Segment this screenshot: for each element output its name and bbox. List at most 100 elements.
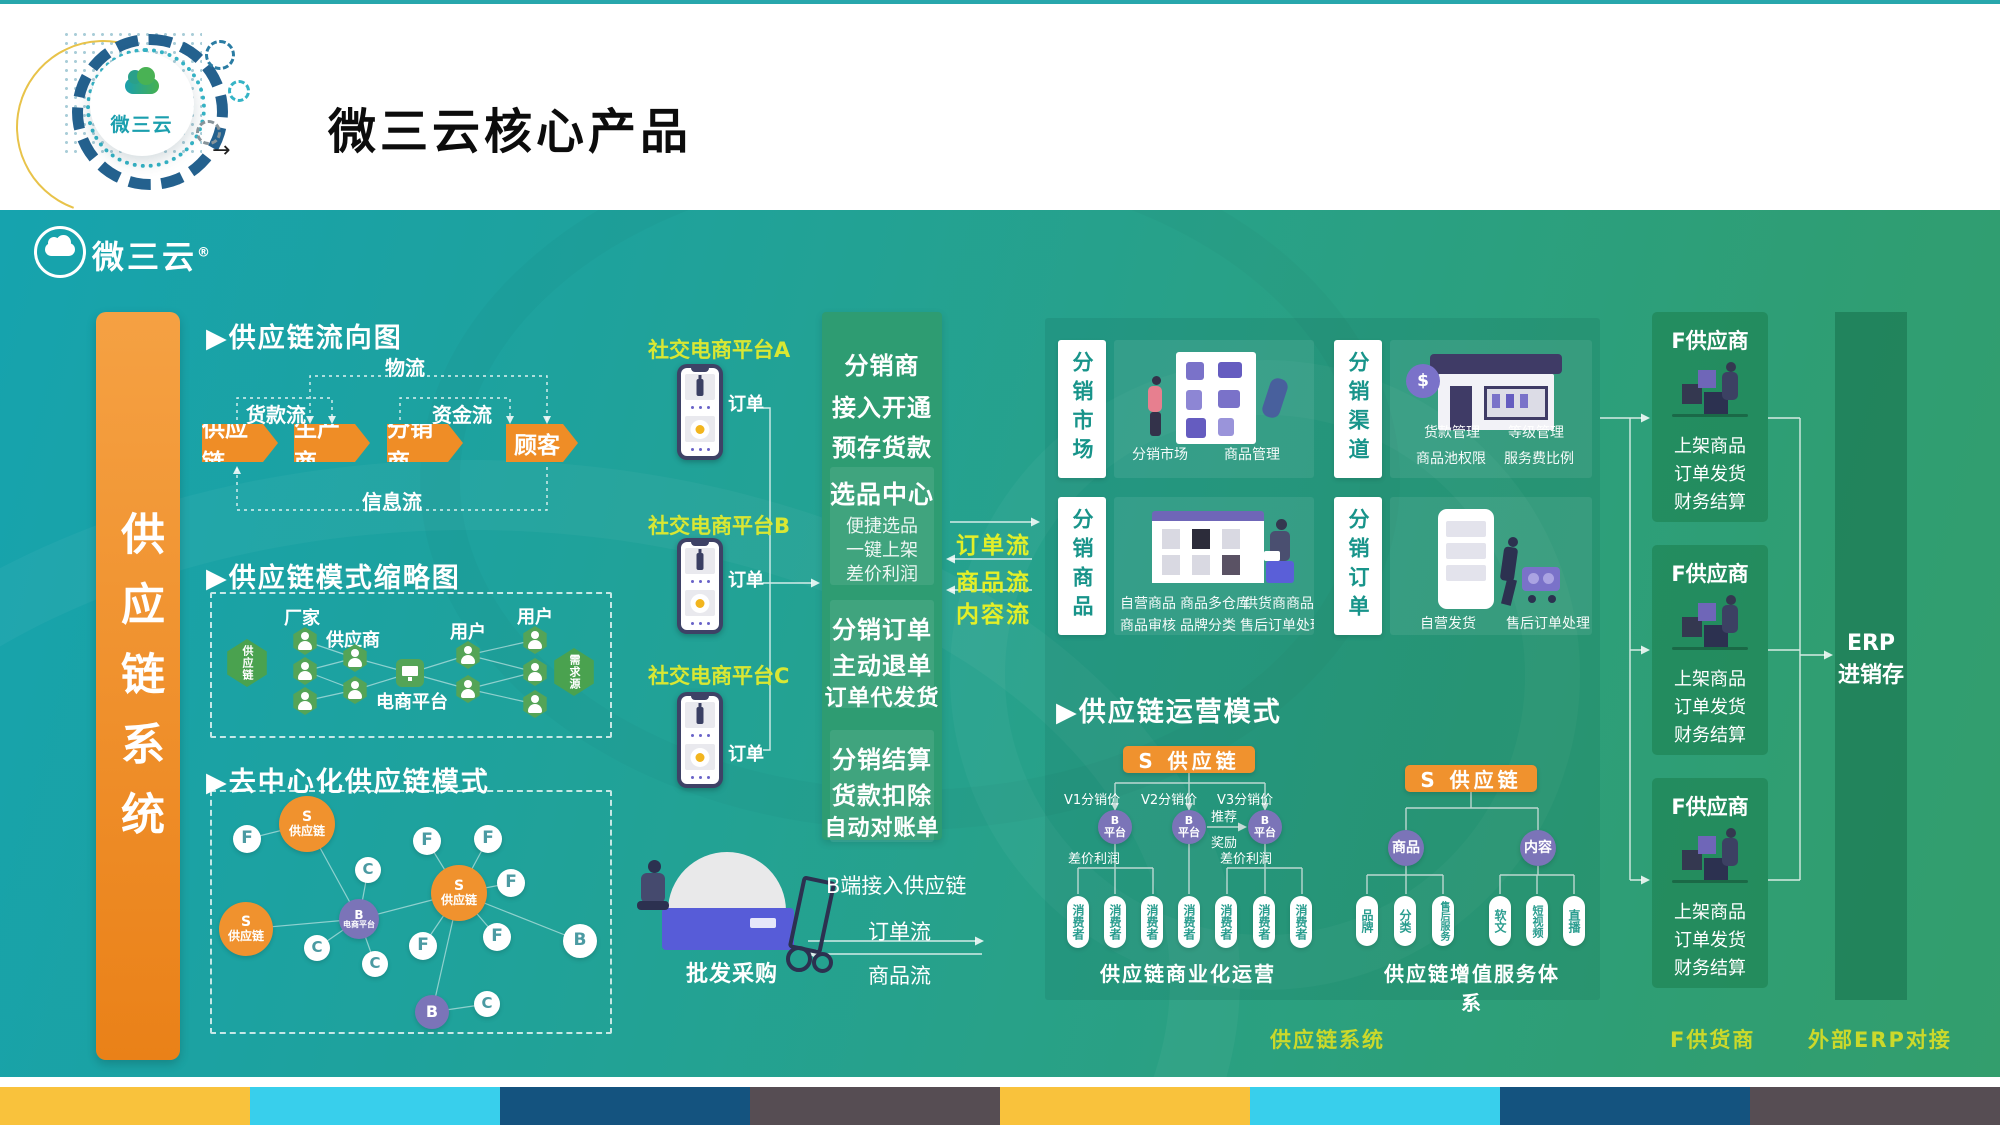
label-goods-management: 商品管理 (1224, 447, 1280, 463)
erp-column (1835, 312, 1907, 1000)
user-icon (523, 690, 547, 718)
node-c: C (362, 951, 388, 977)
factory-icon (293, 657, 317, 685)
label-payment-management: 货款管理 (1424, 425, 1480, 441)
sidebar-supply-chain-system: 供应链系统 (113, 511, 164, 861)
user-icon (523, 658, 547, 686)
col-auto-reconciliation: 自动对账单 (824, 816, 940, 841)
phone-mockup-c (677, 692, 723, 788)
section-title-mode: ▶供应链模式缩略图 (206, 563, 461, 594)
s-supply-chain-box: S 供应链 (1405, 765, 1537, 792)
illustration-market: 分销市场 商品管理 (1114, 340, 1314, 478)
label-users: 用户 (450, 622, 486, 643)
stripe (750, 1087, 1000, 1125)
label-order-flow: 订单流 (956, 533, 1031, 559)
ecommerce-platform-icon (396, 659, 424, 687)
node-f: F (233, 825, 261, 853)
label-level-management: 等级管理 (1508, 425, 1564, 441)
node-content: 内容 (1520, 830, 1556, 866)
label-margin-profit: 差价利润 (1068, 852, 1121, 867)
supplier-illustration (1672, 591, 1748, 655)
consumer-box: 消费者 (1141, 896, 1163, 948)
label-supplier-goods: 供货商商品 (1244, 596, 1314, 612)
label-users: 用户 (517, 607, 553, 628)
label-wholesale-purchase: 批发采购 (686, 962, 779, 987)
page-title: 微三云核心产品 (328, 104, 693, 160)
logo-outer-ring (72, 34, 228, 190)
label-distribution-market: 分销市场 (1132, 447, 1188, 463)
selection-center-panel (830, 467, 934, 585)
col-order-dropship: 订单代发货 (824, 686, 940, 711)
label-aftersale-order-handle: 售后订单处理 (1240, 618, 1314, 634)
user-icon (456, 641, 480, 669)
supplier-illustration (1672, 824, 1748, 888)
illustration-goods: 自营商品 商品多仓库 供货商商品 商品审核 品牌分类 售后订单处理 (1114, 497, 1314, 635)
label-supplier: 供应商 (326, 630, 380, 651)
label-platform-c: 社交电商平台C (648, 664, 790, 688)
node-b: B (415, 995, 449, 1029)
box-brand: 品牌 (1356, 896, 1378, 946)
box-soft-article: 软文 (1489, 896, 1511, 946)
user-icon (456, 675, 480, 703)
label-v2-price: V2分销价 (1141, 793, 1198, 808)
phone-mockup-a (677, 364, 723, 460)
caption-f-supplier: F供货商 (1670, 1028, 1756, 1052)
label-multi-warehouse: 商品多仓库 (1180, 596, 1250, 612)
label-goods-pool-permission: 商品池权限 (1416, 451, 1486, 467)
f-supplier-box: F供应商 上架商品 订单发货 财务结算 (1652, 545, 1768, 755)
user-icon (523, 626, 547, 654)
label-platform-b: 社交电商平台B (648, 514, 791, 538)
tab-distribution-orders: 分销订单 (1334, 497, 1382, 635)
section-title-decentral: ▶去中心化供应链模式 (206, 767, 490, 798)
label-reward: 奖励 (1211, 836, 1238, 851)
supply-chain-panel (1045, 318, 1600, 1000)
consumer-box: 消费者 (1067, 896, 1089, 948)
node-c: C (474, 991, 500, 1017)
flow-node-producer: 生产商 (294, 424, 370, 462)
box-aftersale-service: 售后服务 (1432, 896, 1454, 946)
col-distribution-orders: 分销订单 (832, 616, 932, 644)
box-live-stream: 直播 (1563, 896, 1585, 946)
caption-external-erp: 外部ERP对接 (1808, 1028, 1952, 1052)
decentral-frame (210, 790, 612, 1034)
col-distribution-settlement: 分销结算 (832, 746, 932, 774)
registered-mark: ® (197, 245, 214, 261)
sidebar-bar (96, 312, 180, 1060)
node-f: F (474, 825, 502, 853)
supplier-icon (343, 676, 367, 704)
cloud-icon (125, 67, 159, 94)
node-goods: 商品 (1388, 830, 1424, 866)
stripe (1750, 1087, 2000, 1125)
caption-commercial-operation: 供应链商业化运营 (1100, 962, 1276, 986)
stripe (1000, 1087, 1250, 1125)
settlement-panel (830, 730, 934, 842)
caption-value-added-services: 供应链增值服务体系 (1384, 962, 1560, 1015)
node-f: F (413, 827, 441, 855)
illustration-orders: 自营发货 售后订单处理 (1390, 497, 1592, 635)
label-recommend: 推荐 (1211, 810, 1238, 825)
dollar-coin-icon: $ (1406, 364, 1440, 398)
node-c: C (355, 857, 381, 883)
label-factory: 厂家 (284, 608, 320, 629)
consumer-box: 消费者 (1104, 896, 1126, 948)
f-supplier-box: F供应商 上架商品 订单发货 财务结算 (1652, 312, 1768, 522)
brand-cloud-icon (34, 226, 86, 278)
arrow-right-icon: → (212, 138, 231, 163)
stripe (250, 1087, 500, 1125)
tab-distribution-market: 分销市场 (1058, 340, 1106, 478)
stripe (500, 1087, 750, 1125)
label-goods-review: 商品审核 (1120, 618, 1176, 634)
col-prestore-payment: 预存货款 (832, 434, 932, 462)
flow-node-distributor: 分销商 (387, 424, 463, 462)
label-order: 订单 (728, 744, 764, 765)
label-goods-flow-bottom: 商品流 (868, 964, 931, 988)
label-capital-flow: 资金流 (432, 403, 492, 427)
distributor-column (822, 312, 942, 840)
label-goods-flow: 商品流 (956, 570, 1031, 596)
distribution-order-panel (830, 600, 934, 708)
